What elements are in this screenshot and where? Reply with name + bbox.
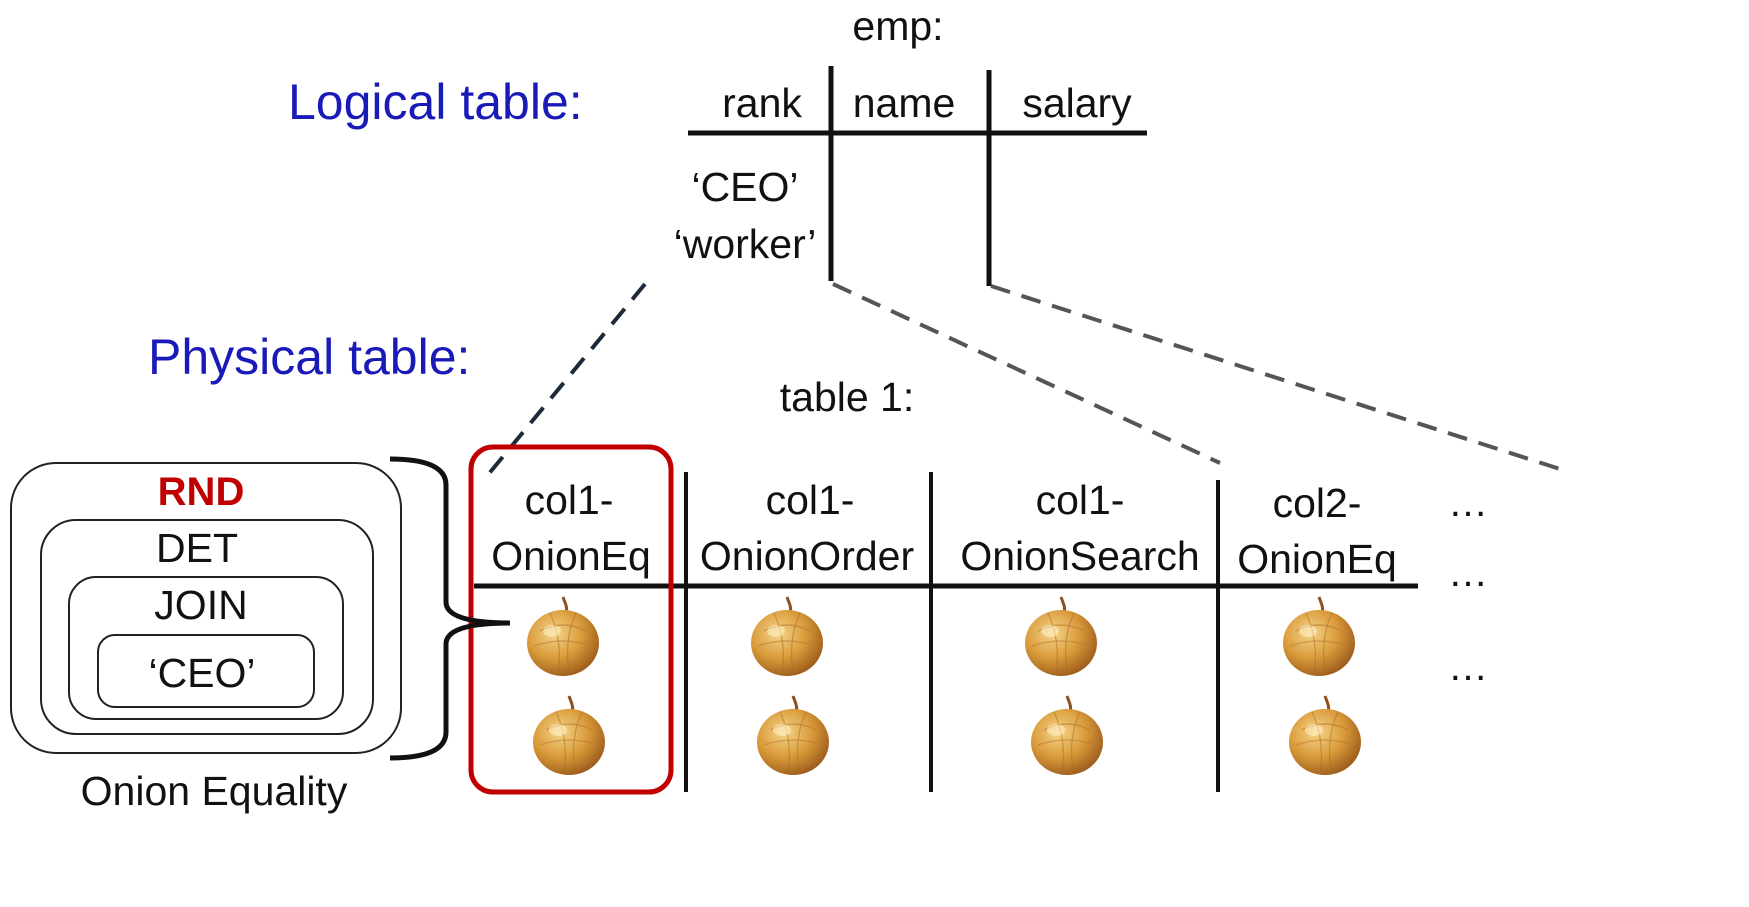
physical-col-3-line2: OnionSearch (960, 533, 1200, 579)
physical-table-name: table 1: (779, 374, 915, 420)
column-header-rank: rank (722, 80, 802, 126)
physical-col-1-line1: col1- (524, 477, 614, 523)
onion-icon (1025, 596, 1097, 676)
connector-rank-to-col1 (485, 282, 647, 478)
onion-layer-det (40, 519, 374, 735)
column-header-name: name (852, 80, 956, 126)
logical-table-name: emp: (852, 3, 944, 49)
onion-label-join: JOIN (154, 582, 248, 628)
onion-icon (751, 596, 823, 676)
curly-brace (389, 456, 511, 761)
physical-col-4-line1: col2- (1272, 480, 1362, 526)
onion-icon (757, 695, 829, 775)
onion-icon (1031, 695, 1103, 775)
onion-layer-join (68, 576, 344, 720)
ellipsis-2: … (1448, 551, 1488, 595)
connector-salary-to-ellipsis (990, 284, 1561, 471)
physical-col-3-line1: col1- (1035, 477, 1125, 523)
onion-label-det: DET (156, 525, 238, 571)
physical-col-2-line2: OnionOrder (699, 533, 915, 579)
ellipsis-3: … (1448, 645, 1488, 689)
connector-name-to-col2 (832, 282, 1221, 465)
onion-layer-rnd (10, 462, 402, 754)
onion-icon (527, 596, 599, 676)
ellipsis-1: … (1448, 481, 1488, 525)
logical-row-worker: ‘worker’ (673, 221, 817, 267)
onion-layer-value (97, 634, 315, 708)
physical-col-1-line2: OnionEq (491, 533, 651, 579)
column-header-salary: salary (1022, 80, 1132, 126)
onion-icon (1289, 695, 1361, 775)
onion-icon (533, 695, 605, 775)
onion-icon (1283, 596, 1355, 676)
physical-table-heading: Physical table: (148, 329, 471, 385)
onion-label-rnd: RND (157, 470, 245, 514)
physical-col-2-line1: col1- (765, 477, 855, 523)
onion-equality-caption: Onion Equality (80, 768, 348, 814)
logical-row-ceo: ‘CEO’ (691, 164, 799, 210)
onion-label-value: ‘CEO’ (148, 650, 256, 696)
physical-col-4-line2: OnionEq (1237, 536, 1397, 582)
logical-table-heading: Logical table: (288, 74, 583, 130)
